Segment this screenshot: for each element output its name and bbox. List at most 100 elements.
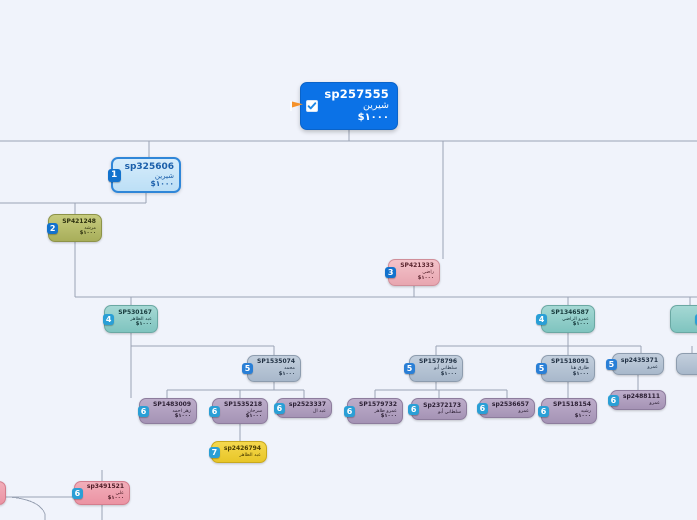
node-id: SP1518154 bbox=[553, 400, 591, 408]
node-level-badge: 4 bbox=[536, 313, 548, 325]
node-amount: ١٠٠٠$ bbox=[79, 230, 96, 237]
node-name: طارق هنا bbox=[570, 366, 589, 372]
node-name: مرشد bbox=[84, 225, 96, 231]
node-level-badge: 5 bbox=[605, 358, 617, 370]
node-id: sp2488111 bbox=[622, 392, 660, 400]
node-amount: ١٠٠٠$ bbox=[572, 370, 589, 377]
node-name: عبد ال bbox=[312, 408, 326, 414]
node-name: راضي bbox=[422, 270, 434, 276]
node-amount: ١٠٠٠$ bbox=[135, 321, 152, 328]
node-level-badge: 6 bbox=[408, 403, 420, 415]
node-id: SP421333 bbox=[400, 262, 434, 270]
root-node-icons bbox=[290, 100, 319, 112]
node-level-badge: 6 bbox=[344, 405, 356, 417]
node-id: sp3491521 bbox=[86, 482, 124, 490]
node-name: عمرو bbox=[649, 400, 660, 406]
node-amount: ١٠٠٠$ bbox=[150, 178, 174, 188]
node-name: عمرو طاهر bbox=[374, 408, 397, 414]
node-id: SP1518091 bbox=[551, 358, 589, 366]
node-amount: ١٠٠٠$ bbox=[440, 370, 457, 377]
node-name: سرحان bbox=[247, 408, 262, 414]
flag-icon bbox=[290, 101, 304, 111]
node-name: سلطاني أبو bbox=[437, 409, 461, 415]
node-amount: ١٠٠٠$ bbox=[245, 413, 262, 420]
node-amount: ١٠٠٠$ bbox=[574, 413, 591, 420]
node-name: علي bbox=[115, 490, 124, 496]
node-amount: ١٠٠٠$ bbox=[572, 321, 589, 328]
tree-node-root[interactable]: sp257555 شيرين ١٠٠٠$ bbox=[290, 82, 398, 130]
node-name: عمرو الراضي bbox=[562, 316, 589, 322]
node-level-badge: 6 bbox=[209, 405, 221, 417]
node-level-badge: 6 bbox=[607, 394, 619, 406]
node-id: sp325606 bbox=[124, 161, 174, 172]
node-level-badge: 5 bbox=[536, 363, 548, 374]
node-amount: ١٠٠٠$ bbox=[107, 495, 124, 502]
tree-node[interactable] bbox=[0, 481, 6, 505]
node-name: رشيد bbox=[580, 408, 591, 414]
node-level-badge: 6 bbox=[71, 487, 83, 499]
node-name: عبد الظاهر bbox=[239, 452, 261, 458]
node-name: زهر احمد bbox=[172, 408, 191, 414]
tree-node[interactable]: 5spعـ bbox=[676, 353, 697, 375]
node-amount: ١٠٠٠$ bbox=[417, 274, 434, 281]
node-level-badge: 6 bbox=[273, 402, 285, 414]
node-name: شيرين bbox=[154, 171, 174, 180]
node-id: SP1483009 bbox=[153, 400, 191, 408]
node-id: SP421248 bbox=[62, 217, 96, 225]
tree-node[interactable]: 4SPن١٠ bbox=[670, 305, 697, 333]
verified-check-icon bbox=[306, 100, 319, 112]
node-level-badge: 3 bbox=[385, 267, 397, 278]
node-name: عمرو bbox=[647, 364, 658, 370]
node-id: sp2435371 bbox=[620, 356, 658, 364]
node-level-badge: 1 bbox=[107, 168, 121, 182]
root-node-body: sp257555 شيرين ١٠٠٠$ bbox=[324, 87, 389, 124]
node-id: SP1579732 bbox=[359, 400, 397, 408]
node-name: عبد الظاهر bbox=[130, 316, 152, 322]
node-id: SP1578796 bbox=[419, 358, 457, 366]
link-bottom-curve bbox=[9, 496, 46, 520]
root-node-id: sp257555 bbox=[324, 87, 389, 102]
node-id: SP1535218 bbox=[224, 400, 262, 408]
node-id: SP1535074 bbox=[257, 358, 295, 366]
node-id: sp2426794 bbox=[223, 444, 261, 452]
node-amount: ١٠٠٠$ bbox=[278, 370, 295, 377]
node-id: Sp2372173 bbox=[423, 401, 461, 409]
